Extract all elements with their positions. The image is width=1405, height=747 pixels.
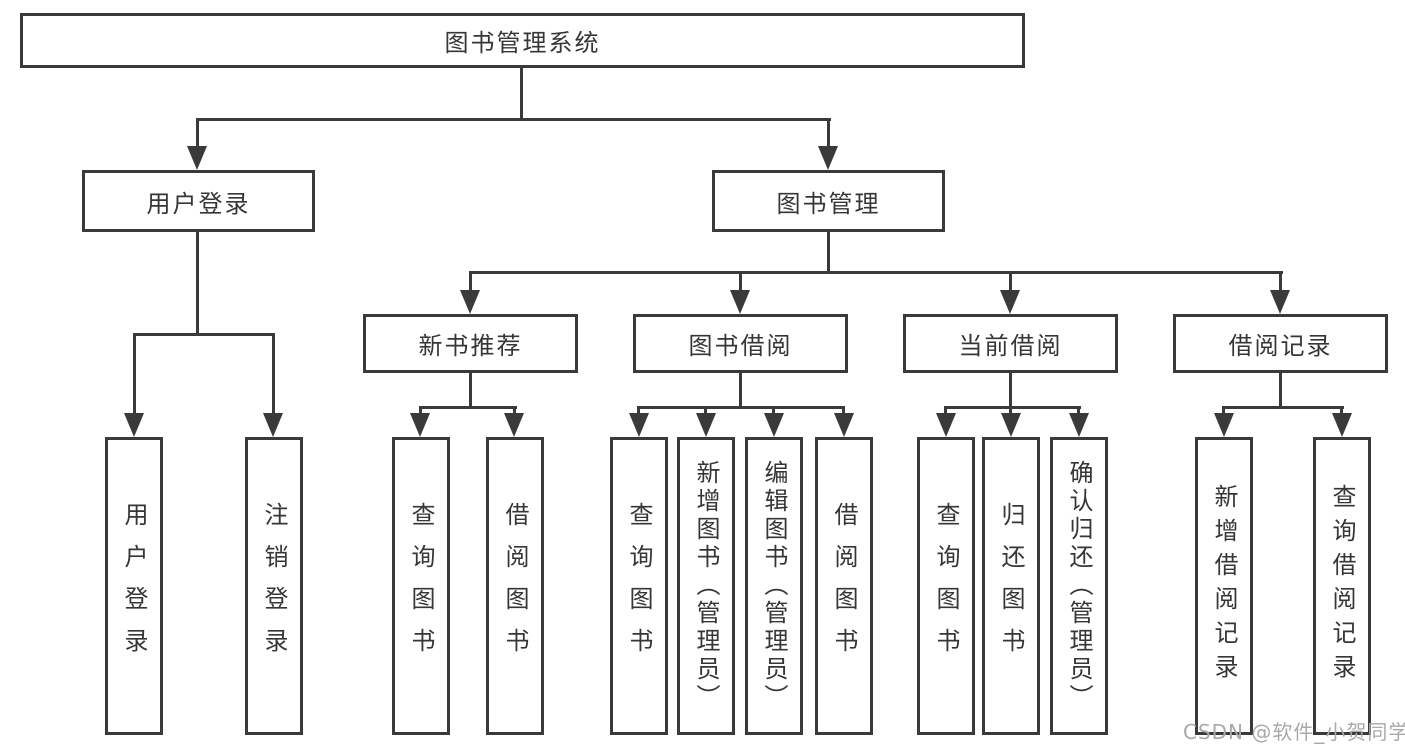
connector-user-login-rail — [133, 333, 275, 336]
arrowhead-icon — [460, 290, 480, 314]
leaf-label: 归还图书 — [997, 502, 1025, 670]
leaf-label: 新增图书（管理员） — [692, 460, 720, 712]
node-library-management-system: 图书管理系统 — [20, 13, 1025, 68]
connector-user-login-stem — [196, 232, 199, 335]
node-label: 当前借阅 — [958, 332, 1063, 360]
connector-stub — [842, 406, 845, 419]
leaf-add-borrow-record: 新增借阅记录 — [1195, 437, 1253, 735]
connector-stub — [637, 406, 640, 419]
leaf-query-books: 查询图书 — [610, 437, 668, 735]
leaf-label: 查询借阅记录 — [1328, 484, 1356, 688]
leaf-label: 编辑图书（管理员） — [760, 460, 788, 712]
arrowhead-icon — [124, 413, 144, 437]
connector-stem — [1279, 373, 1282, 408]
connector-stub — [272, 333, 275, 417]
connector-rail — [419, 406, 517, 409]
node-borrowing-records: 借阅记录 — [1173, 314, 1388, 373]
leaf-user-login: 用户登录 — [105, 437, 163, 735]
connector-stub — [419, 406, 422, 419]
leaf-logout: 注销登录 — [245, 437, 303, 735]
arrowhead-icon — [764, 413, 784, 437]
node-current-borrowing: 当前借阅 — [903, 314, 1118, 373]
connector-stem — [739, 373, 742, 408]
arrowhead-icon — [936, 413, 956, 437]
leaf-label: 用户登录 — [120, 502, 148, 670]
leaf-label: 借阅图书 — [501, 502, 529, 670]
leaf-label: 注销登录 — [260, 502, 288, 670]
arrowhead-icon — [263, 413, 283, 437]
leaf-query-borrow-record: 查询借阅记录 — [1313, 437, 1371, 735]
arrowhead-icon — [504, 413, 524, 437]
connector-stub — [133, 333, 136, 417]
connector-stub — [1009, 406, 1012, 419]
leaf-label: 查询图书 — [932, 502, 960, 670]
connector-rail — [638, 406, 845, 409]
node-label: 新书推荐 — [418, 332, 523, 360]
arrowhead-icon — [629, 413, 649, 437]
leaf-label: 新增借阅记录 — [1210, 484, 1238, 688]
connector-stem — [469, 373, 472, 408]
connector-stub — [1222, 406, 1225, 419]
node-new-book-recommendation: 新书推荐 — [363, 314, 578, 373]
leaf-query-books: 查询图书 — [917, 437, 975, 735]
leaf-confirm-return-admin: 确认归还（管理员） — [1050, 437, 1108, 735]
arrowhead-icon — [1270, 290, 1290, 314]
leaf-borrow-books: 借阅图书 — [815, 437, 873, 735]
connector-rail — [1222, 406, 1344, 409]
arrowhead-icon — [1001, 413, 1021, 437]
node-book-management: 图书管理 — [712, 170, 945, 232]
arrowhead-icon — [410, 413, 430, 437]
connector-root-stem — [520, 68, 523, 120]
node-label: 借阅记录 — [1228, 332, 1333, 360]
connector-stem — [1009, 373, 1012, 408]
node-user-login: 用户登录 — [82, 170, 315, 232]
connector-stub — [513, 406, 516, 419]
arrowhead-icon — [730, 290, 750, 314]
arrowhead-icon — [1332, 413, 1352, 437]
connector-book-management-stub — [827, 118, 830, 152]
connector-stub — [1279, 271, 1282, 296]
leaf-edit-books-admin: 编辑图书（管理员） — [745, 437, 803, 735]
connector-stub — [1340, 406, 1343, 419]
connector-level3-rail — [469, 271, 1283, 274]
arrowhead-icon — [1000, 290, 1020, 314]
leaf-borrow-books: 借阅图书 — [486, 437, 544, 735]
leaf-add-books-admin: 新增图书（管理员） — [677, 437, 735, 735]
arrowhead-icon — [834, 413, 854, 437]
leaf-label: 借阅图书 — [830, 502, 858, 670]
connector-stub — [1009, 271, 1012, 296]
connector-stub — [469, 271, 472, 296]
arrowhead-icon — [696, 413, 716, 437]
arrowhead-icon — [1069, 413, 1089, 437]
arrowhead-icon — [1214, 413, 1234, 437]
connector-user-login-stub — [196, 118, 199, 152]
node-label: 图书管理系统 — [444, 29, 601, 57]
connector-stub — [772, 406, 775, 419]
node-label: 图书借阅 — [688, 332, 793, 360]
leaf-label: 查询图书 — [407, 502, 435, 670]
leaf-return-books: 归还图书 — [982, 437, 1040, 735]
connector-level2-rail — [196, 118, 831, 121]
node-label: 用户登录 — [146, 189, 251, 218]
connector-stub — [944, 406, 947, 419]
arrowhead-icon — [187, 146, 207, 170]
leaf-query-books: 查询图书 — [392, 437, 450, 735]
node-label: 图书管理 — [776, 189, 881, 218]
connector-book-management-stem — [827, 232, 830, 273]
connector-stub — [1077, 406, 1080, 419]
leaf-label: 确认归还（管理员） — [1065, 460, 1093, 712]
connector-rail — [944, 406, 1081, 409]
connector-stub — [704, 406, 707, 419]
arrowhead-icon — [818, 146, 838, 170]
connector-stub — [739, 271, 742, 296]
leaf-label: 查询图书 — [625, 502, 653, 670]
csdn-watermark: CSDN @软件_小贺同学 — [1183, 720, 1405, 744]
node-book-borrowing: 图书借阅 — [633, 314, 848, 373]
